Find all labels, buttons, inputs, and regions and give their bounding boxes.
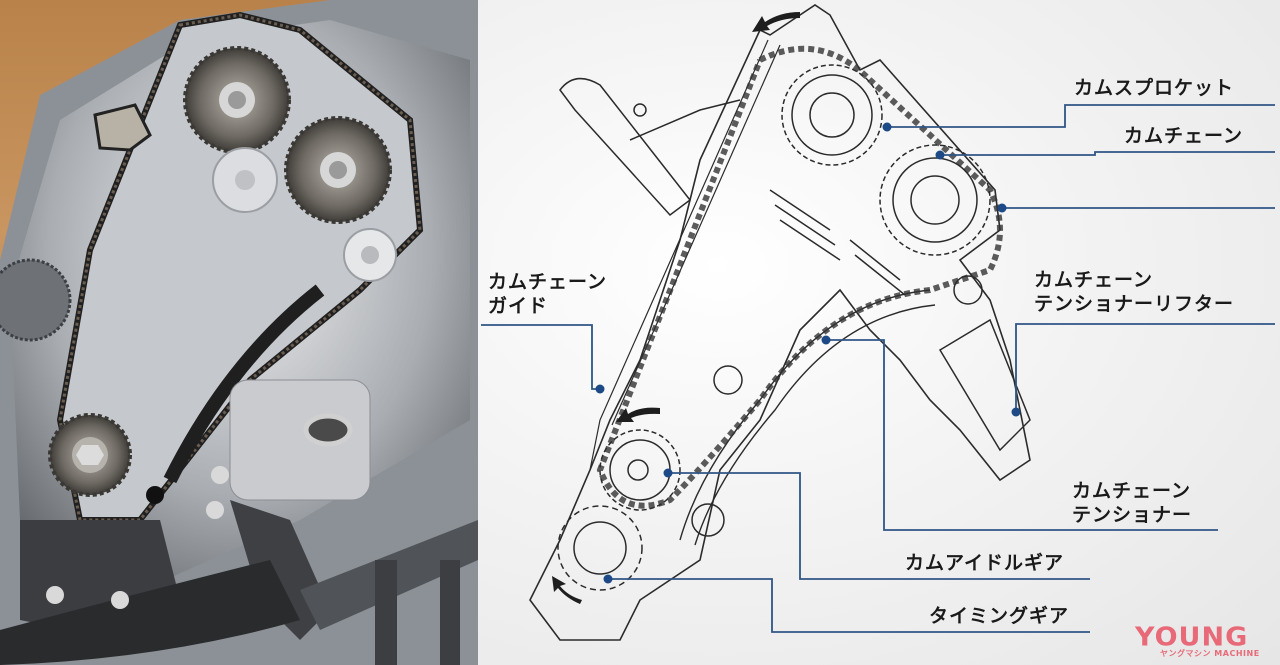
label-cam-chain: カムチェーン bbox=[1124, 125, 1244, 147]
label-cam-idle-gear: カムアイドルギア bbox=[905, 552, 1065, 574]
label-cam-chain-guide-line1: カムチェーン bbox=[488, 271, 608, 293]
label-cam-chain-tensioner-lifter: カムチェーン テンショナーリフター bbox=[1034, 268, 1234, 316]
logo-sub-jp: ヤングマシン bbox=[1160, 649, 1211, 658]
label-cam-chain-guide: カムチェーン ガイド bbox=[488, 270, 607, 318]
young-machine-logo: YOUNG ヤングマシン MACHINE bbox=[1135, 622, 1270, 662]
photo-cam-sprocket-exhaust bbox=[284, 116, 392, 224]
logo-main-text: YOUNG bbox=[1135, 622, 1249, 653]
engine-photo-illustration bbox=[0, 0, 478, 665]
label-tensioner-lifter-line2: テンショナーリフター bbox=[1034, 293, 1235, 315]
photo-cam-sprocket-intake bbox=[183, 46, 291, 154]
label-timing-gear: タイミングギア bbox=[929, 605, 1070, 627]
label-tensioner-line1: カムチェーン bbox=[1072, 480, 1192, 502]
label-tensioner-lifter-line1: カムチェーン bbox=[1034, 269, 1154, 291]
logo-sub-text: ヤングマシン MACHINE bbox=[1160, 648, 1260, 659]
label-cam-chain-tensioner: カムチェーン テンショナー bbox=[1072, 479, 1192, 527]
label-cam-sprocket: カムスプロケット bbox=[1074, 77, 1235, 99]
engine-photo bbox=[0, 0, 478, 665]
logo-sub-en: MACHINE bbox=[1214, 649, 1260, 658]
label-tensioner-line2: テンショナー bbox=[1072, 504, 1193, 526]
label-cam-chain-guide-line2: ガイド bbox=[488, 295, 549, 317]
